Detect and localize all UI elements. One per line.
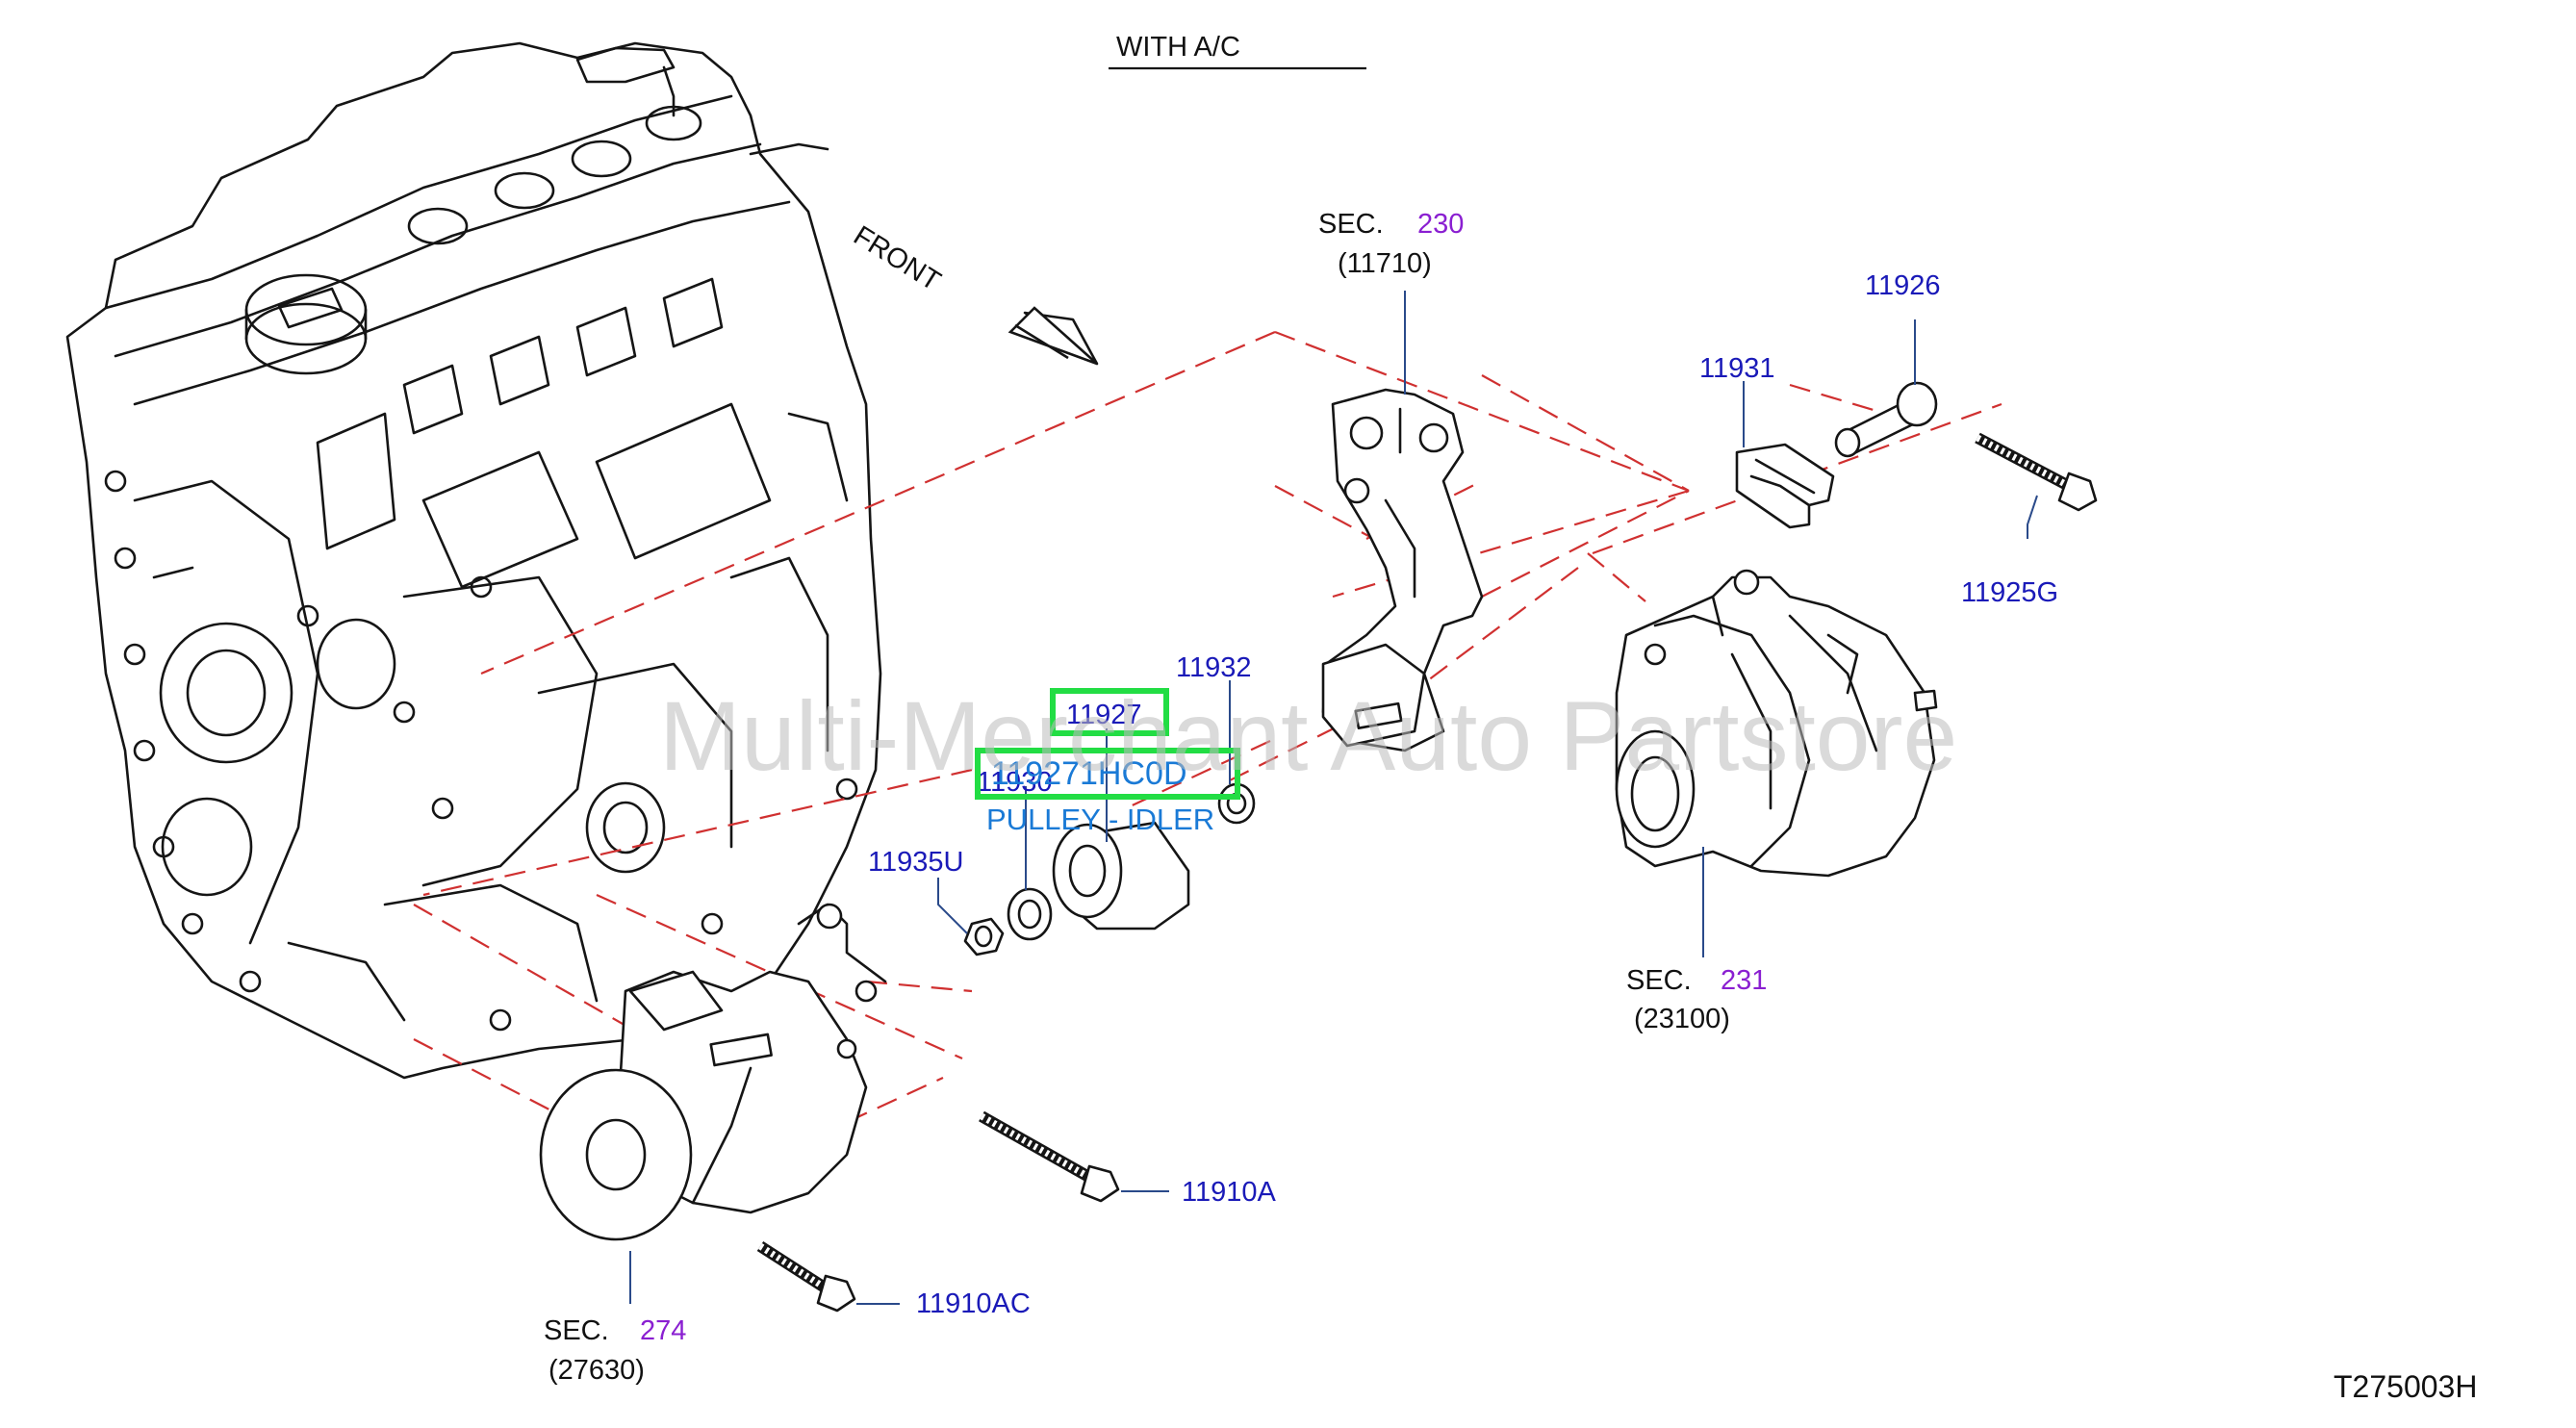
callout-11910a[interactable]: 11910A bbox=[1182, 1177, 1276, 1208]
sec231-prefix: SEC. bbox=[1626, 965, 1692, 996]
nut-11935u-illustration bbox=[963, 917, 1005, 956]
bolt-11925g-illustration bbox=[1975, 432, 2098, 512]
bolt-11910a-illustration bbox=[979, 1110, 1120, 1203]
washer-11930-illustration bbox=[1007, 887, 1053, 941]
bolt-11910ac-illustration bbox=[756, 1240, 856, 1313]
sec231-ref: (23100) bbox=[1634, 1004, 1730, 1034]
watermark-text: Multi-Merchant Auto Partstore bbox=[659, 681, 1957, 791]
bracket-sec230-illustration bbox=[1321, 388, 1484, 752]
compressor-sec274-illustration bbox=[539, 903, 887, 1241]
callout-sec231[interactable]: SEC. 231 (23100) bbox=[1626, 965, 1767, 1034]
callout-11930[interactable]: 11930 bbox=[977, 767, 1053, 798]
sec274-ref: (27630) bbox=[548, 1355, 645, 1386]
diagram-code: T275003H bbox=[2334, 1369, 2477, 1404]
highlight-11927[interactable]: 11927 bbox=[1050, 688, 1169, 736]
callout-11932[interactable]: 11932 bbox=[1176, 652, 1252, 683]
front-label: FRONT bbox=[848, 220, 946, 297]
highlight-11927-box bbox=[1050, 688, 1169, 736]
highlight-part-description: PULLEY - IDLER bbox=[986, 803, 1214, 836]
callout-11927[interactable]: 11927 bbox=[1066, 700, 1142, 730]
callout-11935u[interactable]: 11935U bbox=[868, 847, 963, 878]
sec231-number[interactable]: 231 bbox=[1721, 965, 1767, 996]
idler-pulley-illustration bbox=[1052, 821, 1190, 931]
sec230-number[interactable]: 230 bbox=[1417, 209, 1464, 240]
highlight-part-number-text[interactable]: 119271HC0D bbox=[991, 755, 1187, 792]
alternator-sec231-illustration bbox=[1615, 569, 1938, 878]
sec274-number[interactable]: 274 bbox=[640, 1315, 686, 1346]
callout-sec230[interactable]: SEC. 230 (11710) bbox=[1318, 209, 1464, 279]
highlight-part-number-box bbox=[975, 748, 1240, 800]
highlight-part-number[interactable]: 119271HC0D bbox=[975, 748, 1240, 800]
callout-sec274[interactable]: SEC. 274 (27630) bbox=[544, 1315, 686, 1386]
sec274-prefix: SEC. bbox=[544, 1315, 609, 1346]
callout-11925g[interactable]: 11925G bbox=[1961, 577, 2058, 608]
bolt-11926-illustration bbox=[1834, 381, 1938, 458]
diagram-title: WITH A/C bbox=[1116, 32, 1240, 63]
sec230-prefix: SEC. bbox=[1318, 209, 1384, 240]
callout-11926[interactable]: 11926 bbox=[1865, 270, 1941, 301]
plate-11931-illustration bbox=[1735, 443, 1835, 529]
callout-11910ac[interactable]: 11910AC bbox=[916, 1288, 1031, 1319]
front-arrow-icon bbox=[1007, 306, 1099, 366]
callout-11931[interactable]: 11931 bbox=[1699, 353, 1775, 384]
sec230-ref: (11710) bbox=[1338, 248, 1432, 279]
engine-block-illustration bbox=[65, 41, 882, 1080]
callout-leaders bbox=[629, 291, 2038, 1305]
